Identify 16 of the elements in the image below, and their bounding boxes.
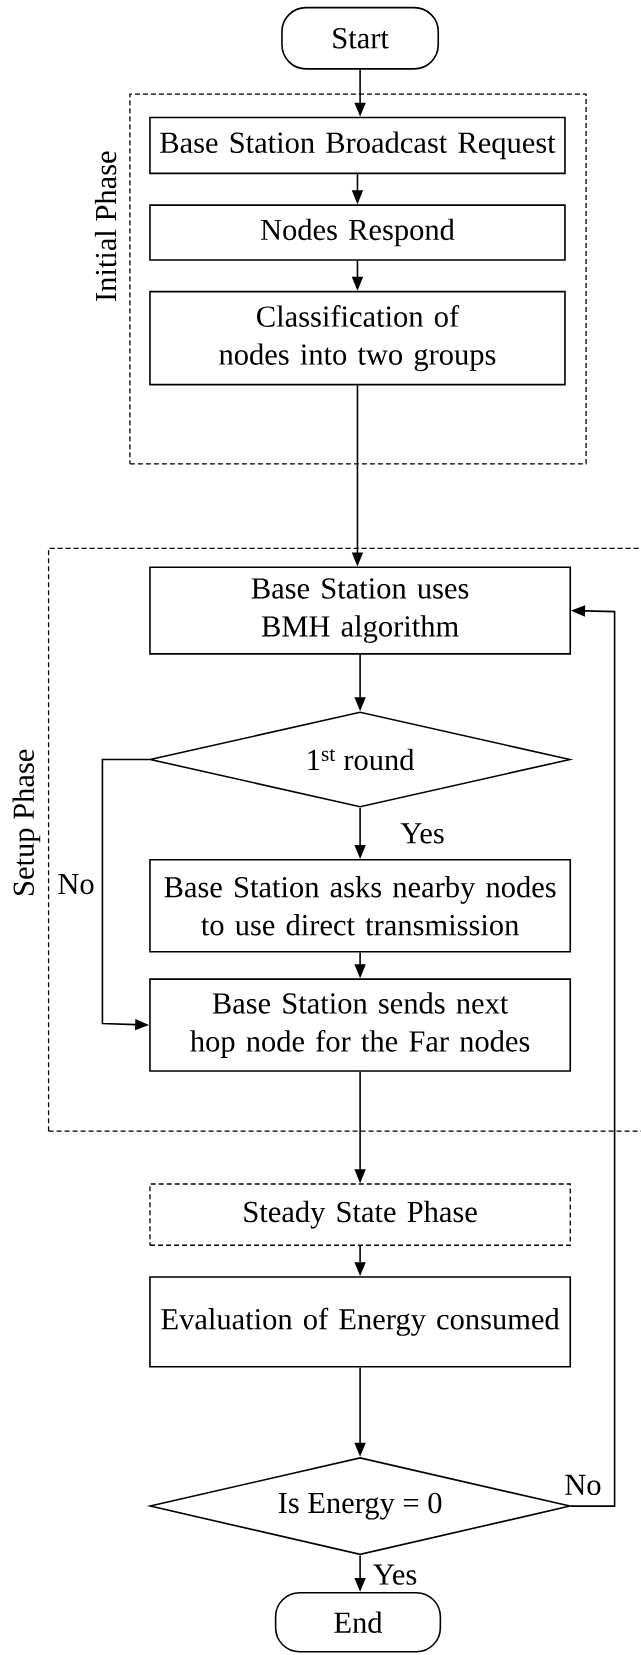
phase-label: Setup Phase <box>12 749 41 895</box>
process-box: Classification of nodes into two groups <box>149 290 566 386</box>
arrow <box>570 605 616 1507</box>
edge-label: No <box>56 872 96 896</box>
terminal-box: End <box>274 1591 442 1653</box>
process-box: Evaluation of Energy consumed <box>149 1276 572 1368</box>
process-box: Steady State Phase <box>149 1183 571 1246</box>
process-box: Base Station uses BMH algorithm <box>149 566 572 655</box>
process-box: Base Station asks nearby nodes to use direct transmission <box>149 859 572 953</box>
process-box: Base Station sends next hop node for the Far nodes <box>149 978 572 1072</box>
edge-label: Yes <box>399 822 446 845</box>
edge-label: Yes <box>371 1563 419 1586</box>
process-box: Nodes Respond <box>149 204 566 261</box>
phase-label: Initial Phase <box>94 151 117 301</box>
process-box: Base Station Broadcast Request <box>149 116 566 175</box>
terminal-box: Start <box>281 6 440 70</box>
